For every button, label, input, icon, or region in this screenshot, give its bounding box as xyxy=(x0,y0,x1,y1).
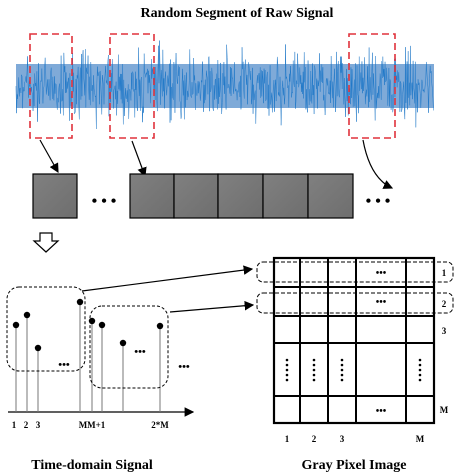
gray-pixel-image-title: Gray Pixel Image xyxy=(302,458,407,473)
stem-ellipsis-1: ••• xyxy=(58,359,70,371)
raw-signal-waveform xyxy=(15,40,434,129)
axis-label-3: 3 xyxy=(36,420,41,430)
sample-block xyxy=(32,173,78,219)
row-label-2: 2 xyxy=(442,299,447,309)
stem-group-1 xyxy=(12,298,84,412)
window-arrow-1 xyxy=(81,265,254,292)
axis-label-m-m1: MM+1 xyxy=(79,420,106,430)
sample-block xyxy=(129,173,175,219)
raw-signal-title: Random Segment of Raw Signal xyxy=(141,6,334,21)
sample-block xyxy=(262,173,309,219)
segment-box-1 xyxy=(29,33,73,139)
pixel-image-grid xyxy=(272,256,436,425)
axis-label-2: 2 xyxy=(24,420,29,430)
sample-block xyxy=(307,173,354,219)
grid-dots-row-m: ••• xyxy=(376,406,387,417)
col-label-1: 1 xyxy=(285,434,290,444)
window-arrow-2 xyxy=(169,300,255,313)
row-label-1: 1 xyxy=(442,268,447,278)
col-label-m: M xyxy=(416,434,425,444)
grid-dots-row-1: ••• xyxy=(376,268,387,279)
time-domain-title: Time-domain Signal xyxy=(31,458,153,473)
segment-arrow-1 xyxy=(39,139,59,174)
sample-block xyxy=(217,173,264,219)
blocks-ellipsis-1: • • • xyxy=(92,193,117,210)
signal-trace xyxy=(15,40,434,129)
segment-arrow-3 xyxy=(362,139,394,189)
row-label-3: 3 xyxy=(442,326,447,336)
row-highlight-2 xyxy=(256,292,454,314)
row-highlight-1 xyxy=(256,261,454,283)
row-label-m: M xyxy=(440,405,449,415)
window-1 xyxy=(6,286,86,372)
stem-ellipsis-3: ••• xyxy=(178,361,190,373)
segment-box-3 xyxy=(348,33,396,139)
grid-dots-vertical xyxy=(285,358,422,382)
col-label-3: 3 xyxy=(340,434,345,444)
grid-dots-row-2: ••• xyxy=(376,297,387,308)
axis-label-1: 1 xyxy=(12,420,17,430)
window-2 xyxy=(89,305,169,389)
axis-label-2m: 2*M xyxy=(151,420,169,430)
down-arrow-icon xyxy=(32,232,60,253)
stem-group-2 xyxy=(88,317,164,412)
sample-block xyxy=(173,173,219,219)
blocks-ellipsis-2: • • • xyxy=(366,193,391,210)
col-label-2: 2 xyxy=(312,434,317,444)
stem-ellipsis-2: ••• xyxy=(134,346,146,358)
segment-box-2 xyxy=(109,33,155,139)
segment-arrow-2 xyxy=(131,140,147,178)
